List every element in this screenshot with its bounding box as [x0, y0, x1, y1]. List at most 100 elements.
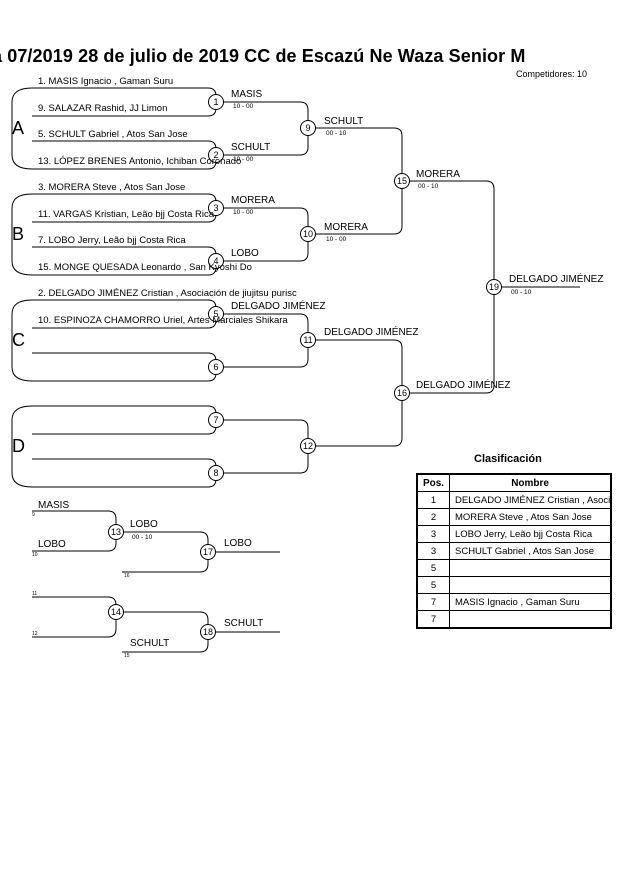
bracket-line-m17: [116, 531, 209, 573]
group-bracket-B: [11, 193, 33, 276]
match-number-19: 19: [489, 282, 499, 292]
bracket-line-m8: [32, 458, 217, 488]
match-circle-8: [208, 465, 224, 481]
group-label-a: A: [12, 118, 25, 138]
winner-m17: LOBO: [224, 538, 252, 549]
match-circle-1: [208, 94, 224, 110]
table-row: 5: [416, 576, 612, 594]
winner-m14: SCHULT: [130, 638, 170, 649]
table-row: 5: [416, 559, 612, 577]
match-circle-13: [108, 524, 124, 540]
group-label-d: D: [12, 436, 25, 456]
group-bracket-A: [11, 87, 33, 170]
row-name: DELGADO JIMÉNEZ Cristian , Asoci: [449, 491, 612, 509]
match-circle-3: [208, 200, 224, 216]
match-number-11: 11: [303, 335, 312, 345]
group-label-c: C: [12, 330, 25, 350]
entry-7: 7. LOBO Jerry, Leão bjj Costa Rica: [38, 235, 186, 246]
table-row: 7: [416, 610, 612, 629]
match-circle-7: [208, 412, 224, 428]
winner-m13: LOBO: [130, 519, 158, 530]
bracket-line-m10: [216, 207, 309, 262]
score-m1: 10 - 00: [233, 103, 254, 110]
match-number-8: 8: [213, 468, 218, 478]
winner-m4: LOBO: [231, 248, 259, 259]
bracket-line-m14: [32, 596, 117, 638]
match-number-18: 18: [203, 627, 213, 637]
match-number-9: 9: [305, 123, 310, 133]
row-pos: 7: [416, 593, 450, 611]
bracket-line-m7: [32, 405, 217, 435]
repechage-r2-top-seed: 11: [32, 591, 38, 597]
entry-5: 3. MORERA Steve , Atos San Jose: [38, 182, 186, 193]
match-number-7: 7: [213, 415, 218, 425]
entry-2: 9. SALAZAR Rashid, JJ Limon: [38, 103, 168, 114]
match-circle-14: [108, 604, 124, 620]
match-number-16: 16: [397, 388, 407, 398]
entry-8: 15. MONGE QUESADA Leonardo , San Kyoshi …: [38, 262, 252, 273]
winner-m18: SCHULT: [224, 618, 264, 629]
match-number-10: 10: [303, 229, 313, 239]
winner-m3: MORERA: [231, 195, 275, 206]
entry-9: 2. DELGADO JIMÉNEZ Cristian , Asociación…: [38, 288, 297, 299]
classification-header-row: Pos. Nombre: [416, 473, 612, 492]
repechage-r1-top: MASIS: [38, 500, 70, 511]
match-circle-2: [208, 147, 224, 163]
bracket-line-m12: [216, 419, 309, 474]
group-label-b: B: [12, 224, 25, 244]
winner-m16: DELGADO JIMÉNEZ: [416, 380, 511, 391]
match-number-5: 5: [213, 309, 218, 319]
score-m13: 00 - 10: [132, 534, 153, 541]
winner-m2: SCHULT: [231, 142, 271, 153]
row-pos: 3: [416, 542, 450, 560]
row-name: [449, 576, 612, 594]
score-m2: 10 - 00: [233, 156, 254, 163]
repechage-r1-bottom: LOBO: [38, 539, 66, 550]
group-bracket-D: [11, 405, 33, 488]
header-pos: Pos.: [416, 473, 450, 492]
winner-m15: MORERA: [416, 169, 460, 180]
bracket-line-m16: [308, 339, 403, 447]
match-number-15: 15: [397, 176, 407, 186]
match-circle-16: [394, 385, 410, 401]
match-number-4: 4: [213, 256, 218, 266]
row-pos: 2: [416, 508, 450, 526]
bracket-line-m6: [32, 352, 217, 382]
match-circle-9: [300, 120, 316, 136]
match-circle-17: [200, 544, 216, 560]
row-pos: 7: [416, 610, 450, 629]
entry-10: 10. ESPINOZA CHAMORRO Uriel, Artes Marci…: [38, 315, 288, 326]
winner-m5: DELGADO JIMÉNEZ: [231, 301, 326, 312]
match-number-14: 14: [111, 607, 121, 617]
score-m9: 00 - 10: [326, 130, 347, 137]
entry-6: 11. VARGAS Kristian, Leão bjj Costa Rica: [38, 209, 215, 220]
repechage-r1-top-seed: 9: [32, 512, 35, 518]
match-circle-18: [200, 624, 216, 640]
entry-1: 1. MASIS Ignacio , Gaman Suru: [38, 76, 174, 87]
page-title: a 07/2019 28 de julio de 2019 CC de Esca…: [0, 46, 526, 66]
entry-3: 5. SCHULT Gabriel , Atos San Jose: [38, 129, 188, 140]
row-pos: 5: [416, 576, 450, 594]
row-name: LOBO Jerry, Leão bjj Costa Rica: [449, 525, 612, 543]
competitors-count: Competidores: 10: [516, 69, 588, 79]
row-name: MASIS Ignacio , Gaman Suru: [449, 593, 612, 611]
row-name: MORERA Steve , Atos San Jose: [449, 508, 612, 526]
score-m3: 10 - 00: [233, 209, 254, 216]
match-number-12: 12: [303, 441, 313, 451]
score-m15: 00 - 10: [418, 183, 439, 190]
winner-m9: SCHULT: [324, 116, 364, 127]
match-circle-4: [208, 253, 224, 269]
row-pos: 1: [416, 491, 450, 509]
match-circle-12: [300, 438, 316, 454]
match-number-17: 17: [203, 547, 213, 557]
score-m19: 00 - 10: [511, 289, 532, 296]
score-m10: 10 - 00: [326, 236, 347, 243]
row-name: SCHULT Gabriel , Atos San Jose: [449, 542, 612, 560]
